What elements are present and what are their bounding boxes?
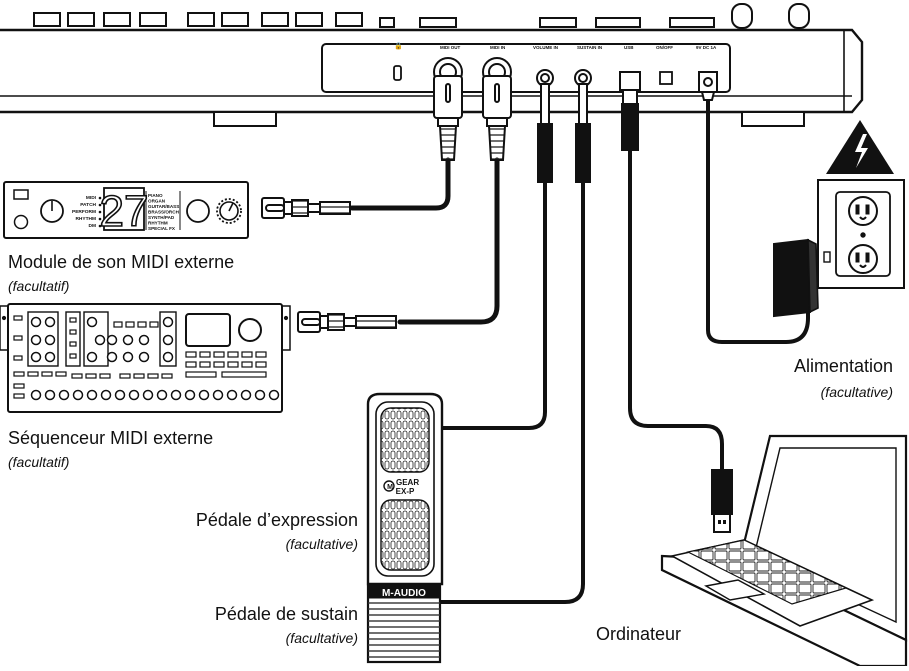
top-controls (33, 3, 810, 29)
expression-pedal-label: Pédale d’expression (195, 510, 358, 530)
sound-module-optional: (facultatif) (8, 278, 70, 294)
svg-text:DM: DM (89, 223, 96, 229)
m-logo-icon (383, 480, 395, 492)
midi-in-plug (482, 57, 512, 161)
laptop-usb-plug (711, 469, 733, 533)
expression-pedal-logo: GEAR (396, 478, 419, 487)
sequencer-label: Séquenceur MIDI externe (8, 428, 214, 448)
module-mode-labels: MIDI PATCH PERFORM RHYTHM DM (72, 195, 97, 229)
label-midi-in: MIDI IN (490, 45, 505, 50)
midi-sequencer (0, 303, 291, 413)
usb-plug (619, 71, 641, 151)
sustain-pedal: M-AUDIO (366, 584, 442, 664)
kensington-slot (393, 65, 402, 81)
computer-label: Ordinateur (596, 624, 682, 644)
svg-text:GUITAR/BASS: GUITAR/BASS (148, 204, 179, 209)
module-display: 27 (100, 187, 149, 236)
expression-pedal: M GEAR EX-P (366, 392, 444, 586)
label-volume-in: VOLUME IN (533, 45, 558, 50)
svg-text:MIDI: MIDI (86, 195, 97, 201)
sound-module-label: Module de son MIDI externe (8, 252, 235, 272)
sequencer-midi-plug (297, 311, 397, 333)
module-category-labels: PIANO ORGAN GUITAR/BASS BRASS/ORCH SYNTH… (148, 193, 180, 231)
svg-text:BRASS/ORCH: BRASS/ORCH (148, 210, 180, 215)
warning-icon (826, 120, 894, 174)
midi-out-plug (433, 57, 463, 161)
svg-text:RHYTHM: RHYTHM (148, 221, 168, 226)
power-label: Alimentation (793, 356, 893, 376)
sustain-jack (574, 69, 592, 183)
midi-sound-module: MIDI PATCH PERFORM RHYTHM DM 27 PIANO OR… (3, 181, 249, 239)
svg-text:SYNTH/PAD: SYNTH/PAD (148, 215, 175, 220)
power-optional: (facultative) (820, 384, 893, 400)
sustain-pedal-label: Pédale de sustain (214, 604, 358, 624)
dc-plug (698, 71, 718, 101)
lock-icon: 🔒 (394, 42, 403, 50)
volume-jack (536, 69, 554, 183)
label-sustain-in: SUSTAIN IN (577, 45, 602, 50)
keyboard-rear: 🔒 MIDI OUT MIDI IN VOLUME IN SUSTAIN IN … (0, 3, 864, 127)
expression-pedal-optional: (facultative) (285, 536, 358, 552)
label-midi-out: MIDI OUT (440, 45, 460, 50)
power-adapter (773, 238, 831, 318)
label-dc: 9V DC 1A (696, 45, 717, 50)
wall-outlet (817, 179, 905, 289)
sustain-pedal-optional: (facultative) (285, 630, 358, 646)
expression-pedal-model: EX-P (396, 487, 415, 496)
svg-text:PERFORM: PERFORM (72, 209, 96, 215)
sequencer-optional: (facultatif) (8, 454, 70, 470)
module-midi-plug (261, 197, 351, 219)
svg-text:RHYTHM: RHYTHM (75, 216, 96, 222)
sustain-pedal-brand: M-AUDIO (382, 588, 426, 599)
laptop (660, 434, 908, 668)
label-usb: USB (624, 45, 634, 50)
svg-text:SPECIAL FX: SPECIAL FX (148, 226, 176, 231)
label-on-off: ON/OFF (656, 45, 673, 50)
power-switch (659, 71, 673, 85)
svg-text:ORGAN: ORGAN (148, 199, 166, 204)
svg-text:PIANO: PIANO (148, 193, 163, 198)
svg-text:PATCH: PATCH (80, 202, 96, 208)
svg-text:M: M (387, 484, 393, 491)
